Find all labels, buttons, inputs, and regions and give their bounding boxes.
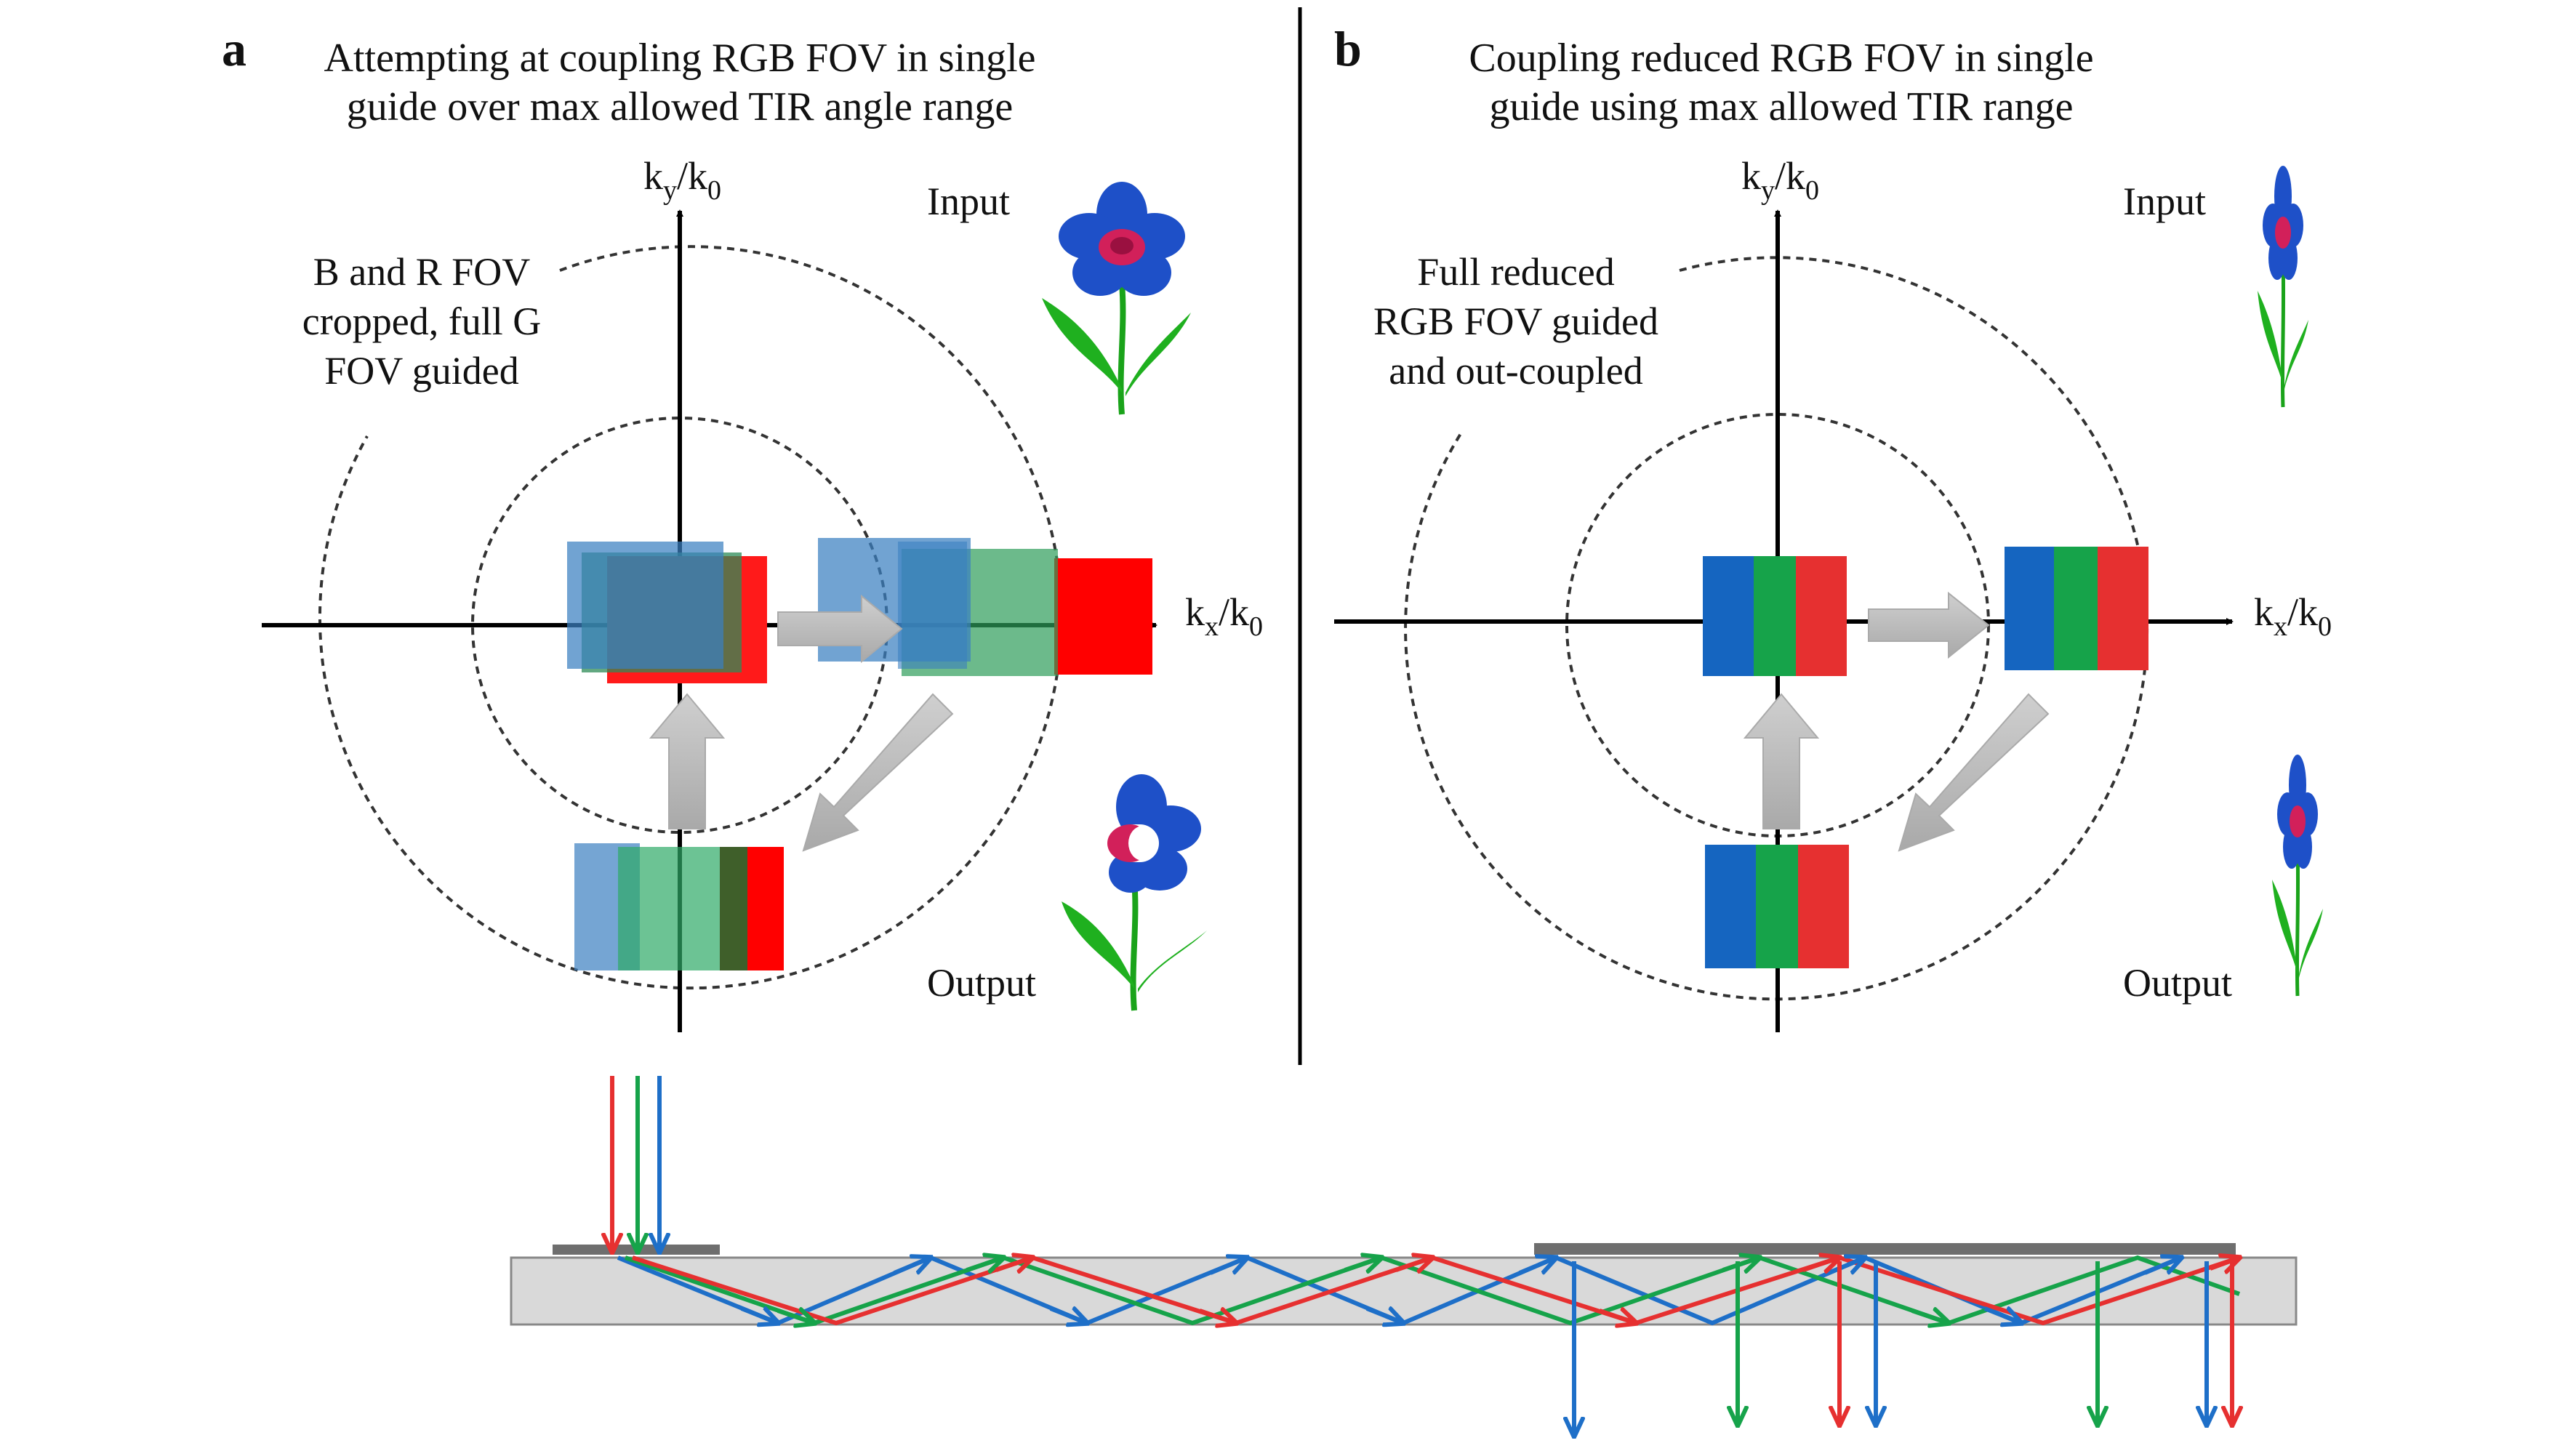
red-ray-marker [995,1258,1032,1270]
blue-ray-marker [1209,1258,1247,1273]
panel-a-bottom-red [747,847,784,970]
red-ray-marker [1599,1311,1636,1323]
green-ray-marker [1344,1258,1381,1270]
narrow-flower-icon [2272,755,2323,997]
green-ray-marker [966,1258,1003,1270]
panel-b-center-green [1754,556,1796,676]
blue-ray-marker [893,1258,931,1273]
panel-a-right-red [1054,558,1152,675]
green-ray-marker [1722,1258,1760,1270]
panel-a-letter: a [222,21,246,76]
panel-b-output-label: Output [2123,961,2232,1005]
blue-ray-marker [1518,1258,1556,1273]
panel-b-note-line1: Full reduced [1417,250,1614,294]
panel-a-outer-circle [318,245,1063,990]
panel-a-note-line3: FOV guided [324,349,519,393]
red-ray-marker [1199,1311,1236,1323]
blue-ray-marker [1365,1309,1403,1323]
panel-a-input-label: Input [927,180,1010,223]
red-ray-marker [1802,1258,1839,1270]
panel-b-center-red [1796,556,1847,676]
panel-b-outer-circle [1404,256,2149,1001]
panel-a-bottom-fov [574,843,784,970]
panel-b-bottom-red [1798,845,1849,968]
panel-b-right-blue [2005,547,2054,670]
panel-a-note-line2: cropped, full G [302,300,541,343]
blue-ray-marker [1983,1309,2021,1323]
panel-b: b Coupling reduced RGB FOV in single gui… [1334,21,2332,1032]
panel-a-center-blue [567,542,723,669]
panel-a-right-arrow [777,594,903,664]
out-coupling-grating [1534,1243,2236,1255]
blue-ray-marker [1049,1309,1087,1323]
panel-a-up-arrow [649,693,726,829]
cropped-flower-icon [1062,774,1207,1011]
panel-a-right-fov [818,538,1152,676]
waveguide-diagram [510,1076,2298,1436]
panel-a: a Attempting at coupling RGB FOV in sing… [222,21,1263,1032]
blue-ray-marker [740,1309,778,1323]
guided-red-ray-end [2209,1258,2239,1269]
panel-b-diag-arrow [1898,693,2050,852]
flower-icon [1042,182,1191,415]
panel-b-right-green [2054,547,2098,670]
green-ray-marker [1911,1311,1949,1323]
panel-a-output-label: Output [927,961,1036,1005]
panel-b-right-arrow [1868,591,1990,659]
panel-a-x-axis-label: kx/k0 [1185,590,1263,642]
panel-a-y-axis-label: ky/k0 [643,154,721,206]
panel-a-title-line2: guide over max allowed TIR angle range [347,84,1013,129]
panel-b-right-red [2098,547,2148,670]
panel-b-x-axis-label: kx/k0 [2254,590,2332,642]
panel-b-bottom-blue [1705,845,1756,968]
blue-ray-marker [2143,1258,2181,1273]
panel-b-center-blue [1703,556,1754,676]
panel-b-note-line3: and out-coupled [1389,349,1642,393]
green-ray-marker [777,1311,814,1323]
guided-green-ray [625,1255,2241,1326]
panel-b-up-arrow [1743,693,1820,829]
panel-b-right-fov [2005,547,2148,670]
panel-b-title-line2: guide using max allowed TIR range [1489,84,2073,129]
panel-a-diag-arrow-body [802,693,954,852]
panel-b-bottom-green [1756,845,1798,968]
panel-a-bottom-dark [720,847,749,970]
panel-b-title-line1: Coupling reduced RGB FOV in single [1469,36,2093,81]
panel-b-y-axis-label: ky/k0 [1741,154,1819,206]
panel-a-center-fov [567,542,767,683]
panel-b-note-line2: RGB FOV guided [1373,300,1658,343]
panel-a-title-line1: Attempting at coupling RGB FOV in single [324,36,1036,81]
panel-b-bottom-fov [1705,845,1849,968]
panel-a-bottom-green [618,847,738,970]
panel-b-letter: b [1334,21,1362,76]
narrow-flower-icon [2258,166,2308,408]
panel-a-note-line1: B and R FOV [313,250,531,294]
panel-b-input-label: Input [2123,180,2206,223]
panel-b-center-fov [1703,556,1847,676]
red-ray-marker [1395,1258,1432,1270]
